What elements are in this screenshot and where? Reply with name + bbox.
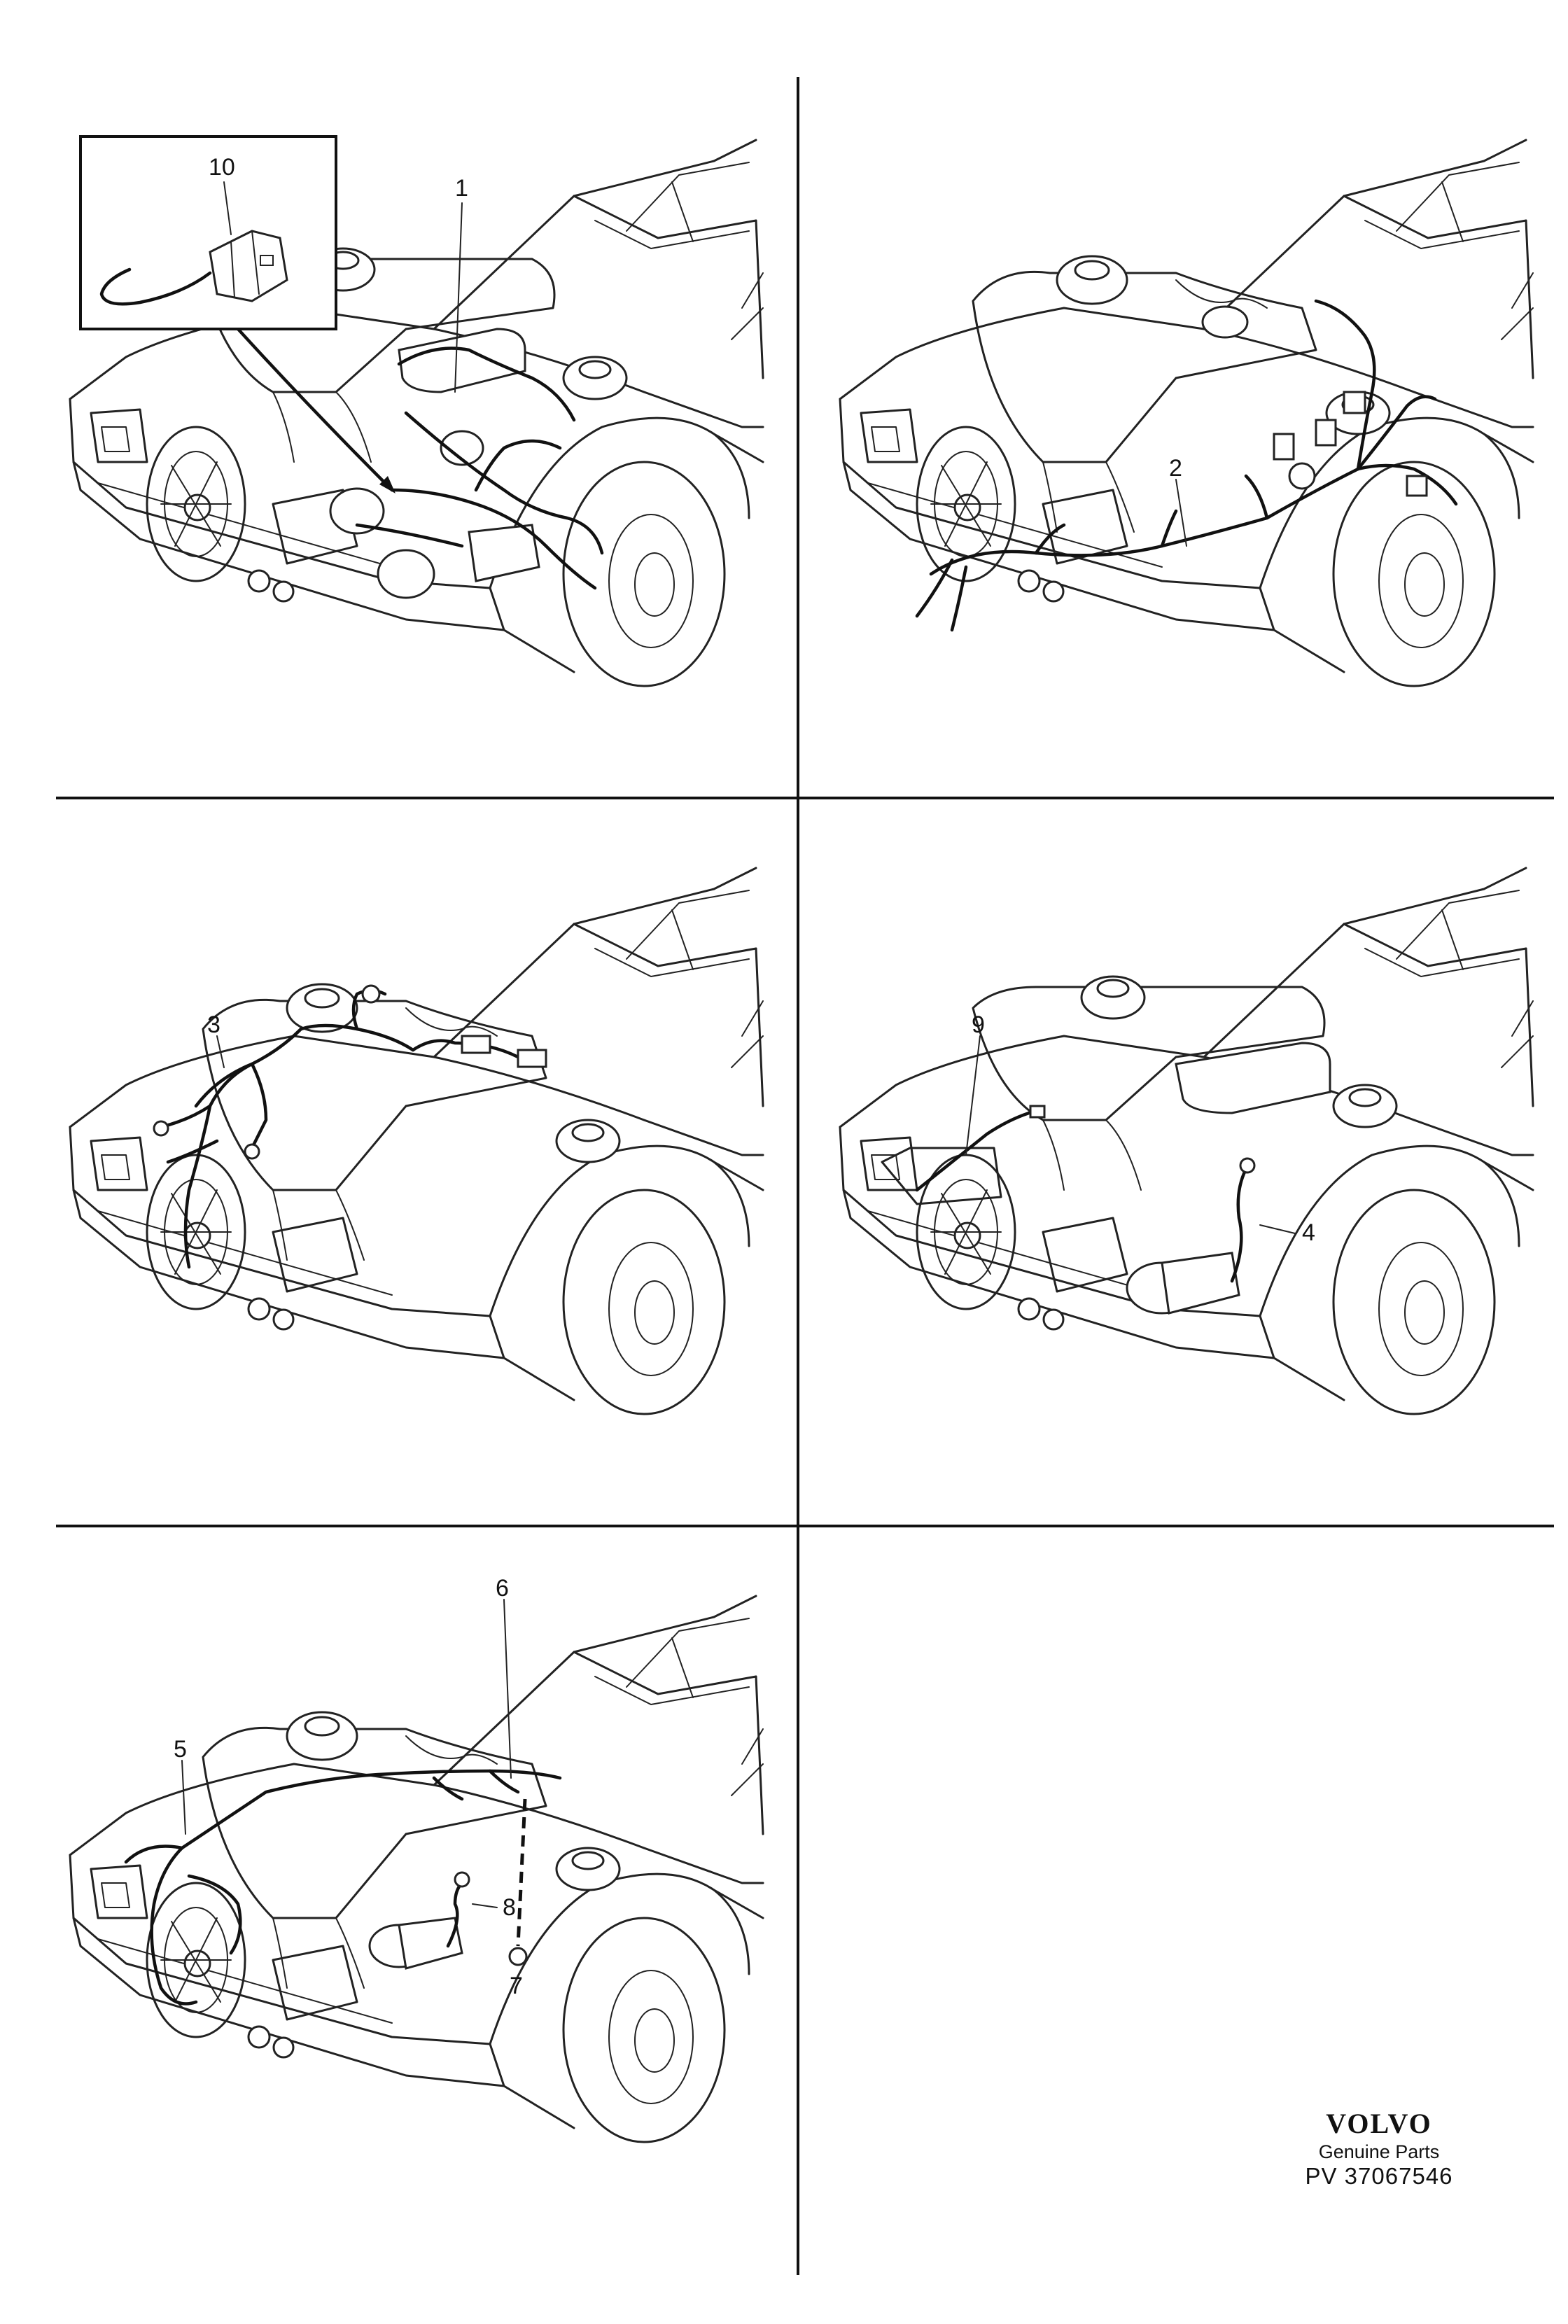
diagram-number: PV 37067546 xyxy=(1305,2163,1453,2189)
inset-item-10: 10 xyxy=(79,135,337,330)
callout-5: 5 xyxy=(174,1736,187,1763)
callout-10: 10 xyxy=(209,154,235,181)
brand-subtitle: Genuine Parts xyxy=(1318,2141,1440,2162)
callout-3: 3 xyxy=(207,1011,220,1038)
callout-2: 2 xyxy=(1169,455,1182,482)
callout-8: 8 xyxy=(503,1894,516,1921)
panel-4-engine-cables: 9 4 xyxy=(839,867,1534,1415)
callout-4: 4 xyxy=(1302,1219,1315,1246)
panel-1-engine-harness: 1 xyxy=(69,139,764,687)
panel-3-engine-harness: 3 xyxy=(69,867,764,1415)
panel-2-engine-harness: 2 xyxy=(839,139,1534,687)
volvo-logo: VOLVO xyxy=(1326,2108,1432,2139)
callout-1: 1 xyxy=(455,175,468,202)
brand-block: VOLVO Genuine Parts PV 37067546 xyxy=(1274,2107,1484,2190)
callout-6: 6 xyxy=(496,1575,509,1602)
callout-7: 7 xyxy=(510,1973,523,1999)
callout-9: 9 xyxy=(972,1011,985,1038)
panel-5-engine-harness: 5 6 8 7 xyxy=(69,1575,764,2143)
